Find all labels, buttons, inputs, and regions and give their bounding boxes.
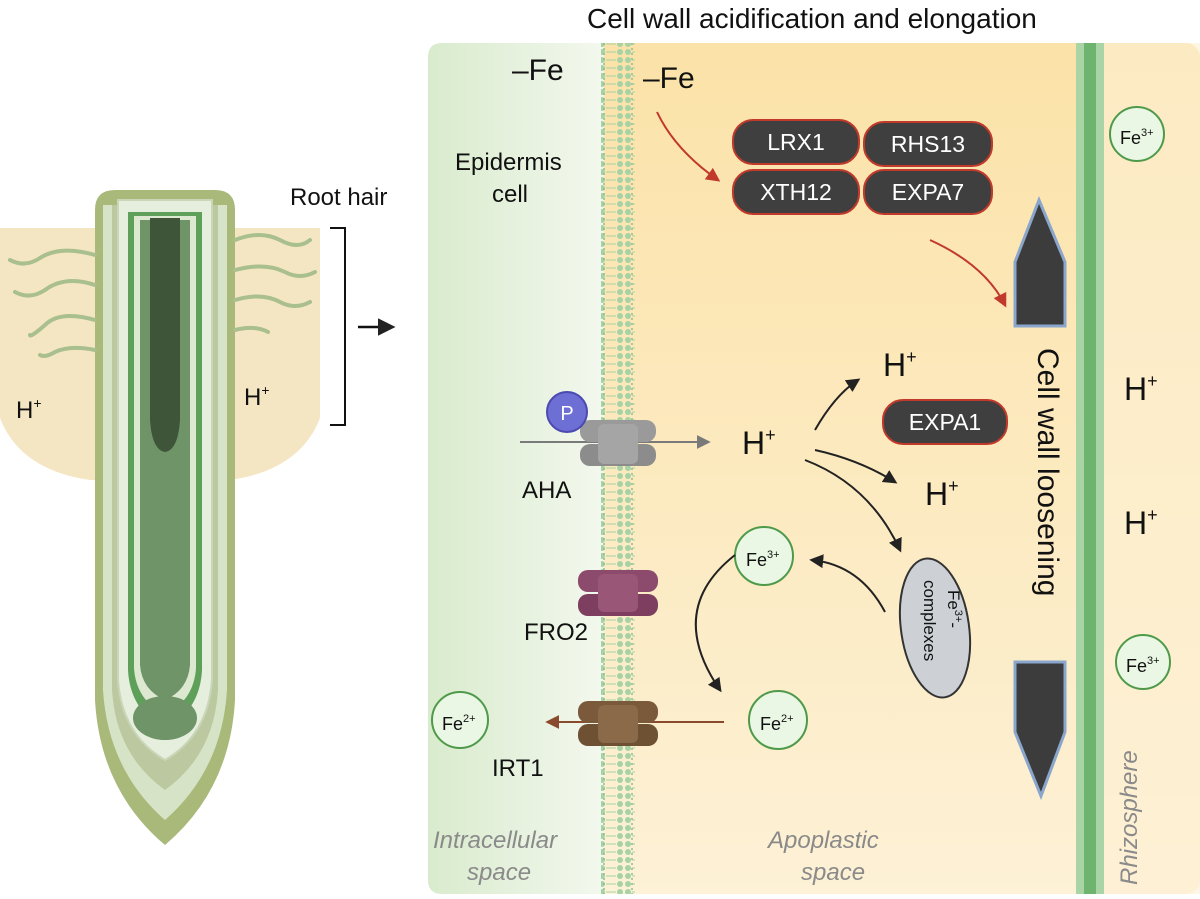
root-illustration: H+ H+ Root hair <box>0 184 396 845</box>
proton-rhizosphere-2: H+ <box>1124 505 1158 541</box>
root-hairs <box>8 233 317 358</box>
fe-induction-arrow <box>656 111 721 182</box>
fe-reduction-arrow <box>694 554 736 693</box>
root-hair-label: Root hair <box>290 184 387 211</box>
fe3-complex-line2: complexes <box>920 580 939 661</box>
root-core <box>150 218 180 452</box>
aha-label: AHA <box>522 477 571 504</box>
root-hair-bracket <box>330 227 346 426</box>
wall-expansion-up-shape <box>1013 195 1067 328</box>
fro2-transporter: FRO2 <box>524 570 658 646</box>
irt1-label: IRT1 <box>492 755 544 782</box>
plasma-membrane <box>601 43 635 894</box>
aha-pump: P AHA <box>520 391 711 504</box>
fe2-apoplast: Fe2+ <box>748 690 808 750</box>
fe3-rhizosphere-top: Fe3+ <box>1109 106 1165 162</box>
fe-deficiency-apoplast: –Fe <box>643 62 695 95</box>
proton-arrow-right <box>814 449 898 484</box>
cell-wall-core <box>1084 43 1096 894</box>
intracellular-label-line2: space <box>467 859 531 886</box>
cell-wall-loosening-label: Cell wall loosening <box>1031 348 1064 596</box>
protein-expa1: EXPA1 <box>882 399 1008 445</box>
complex-release-arrow <box>809 554 886 613</box>
root-meristem <box>133 696 197 740</box>
fe3-apoplast: Fe3+ <box>734 526 794 586</box>
epidermis-label-line2: cell <box>492 181 528 208</box>
apoplastic-label-line2: space <box>801 859 865 886</box>
phospho-label: P <box>560 403 573 425</box>
protein-expa7: EXPA7 <box>863 169 993 215</box>
intracellular-label-line1: Intracellular <box>433 827 558 854</box>
lrx1-label: LRX1 <box>767 129 825 155</box>
cell-panel <box>428 43 1200 894</box>
root-proton-left: H+ <box>16 395 42 424</box>
irt1-center <box>598 705 638 743</box>
rhizosphere-region <box>1104 43 1200 894</box>
protein-lrx1: LRX1 <box>732 119 860 165</box>
svg-text:Fe3+: Fe3+ <box>1120 127 1154 148</box>
epidermis-label-line1: Epidermis <box>455 149 562 176</box>
svg-text:Fe2+: Fe2+ <box>442 713 476 734</box>
apoplastic-label-line1: Apoplastic <box>766 827 879 854</box>
fe3-complexes: Fe3+- complexes <box>898 557 972 699</box>
expa1-label: EXPA1 <box>909 409 981 435</box>
expa7-label: EXPA7 <box>892 179 964 205</box>
svg-text:Fe3+: Fe3+ <box>746 549 780 570</box>
svg-text:Fe2+: Fe2+ <box>760 713 794 734</box>
rhs13-label: RHS13 <box>891 131 965 157</box>
proton-rhizosphere-1: H+ <box>1124 371 1158 407</box>
protein-xth12: XTH12 <box>732 169 860 215</box>
fe-deficiency-cell: –Fe <box>512 54 564 87</box>
proton-arrow-up <box>814 378 861 431</box>
fe2-intracellular: Fe2+ <box>431 691 489 749</box>
wall-expansion-arrow <box>929 239 1007 308</box>
fro2-center <box>598 574 638 612</box>
aha-center <box>598 424 638 464</box>
root-proton-right: H+ <box>244 382 270 411</box>
irt1-transporter: IRT1 <box>492 701 724 782</box>
fe3-complex-line1: Fe3+- <box>944 590 964 628</box>
protein-rhs13: RHS13 <box>863 121 993 167</box>
xth12-label: XTH12 <box>760 179 832 205</box>
wall-expansion-down-shape <box>1013 660 1067 801</box>
intracellular-region <box>428 43 604 894</box>
proton-arrow-complex <box>804 459 902 553</box>
proton-lower: H+ <box>925 476 959 512</box>
fro2-label: FRO2 <box>524 619 588 646</box>
rhizosphere-label: Rhizosphere <box>1116 750 1143 885</box>
svg-text:Fe3+: Fe3+ <box>1126 655 1160 676</box>
fe3-rhizosphere-bottom: Fe3+ <box>1115 634 1171 690</box>
phospho-circle <box>546 391 588 433</box>
proton-upper: H+ <box>883 347 917 383</box>
figure-title: Cell wall acidification and elongation <box>587 3 1037 34</box>
proton-central: H+ <box>742 425 776 461</box>
